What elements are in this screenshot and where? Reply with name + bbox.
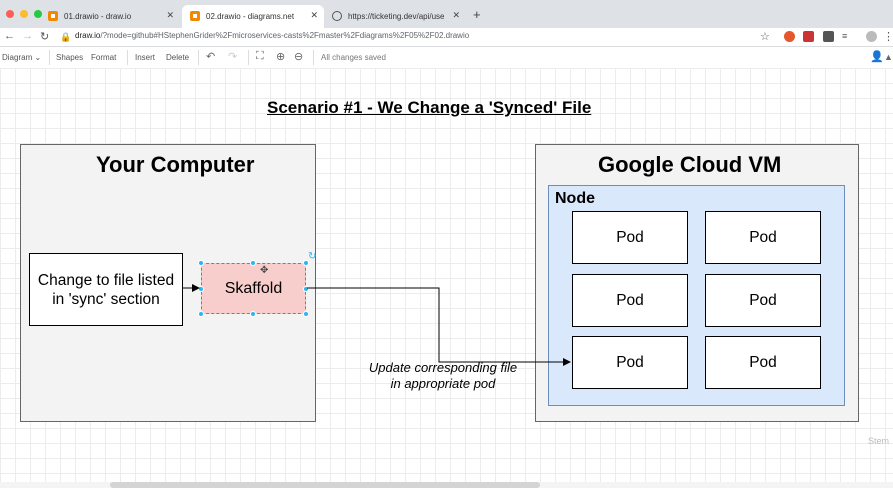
url-host: draw.io <box>75 31 101 40</box>
change-file-box[interactable]: Change to file listed in 'sync' section <box>29 253 183 326</box>
back-icon[interactable]: ← <box>4 30 15 42</box>
resize-handle[interactable] <box>250 311 256 317</box>
change-file-label: Change to file listed in 'sync' section <box>37 271 175 308</box>
your-computer-label: Your Computer <box>96 152 255 177</box>
drawio-toolbar: Diagram ⌄ Shapes Format Insert Delete ↶ … <box>0 47 893 69</box>
pod-box[interactable]: Pod <box>572 336 688 389</box>
resize-handle[interactable] <box>250 260 256 266</box>
node-label: Node <box>555 190 595 207</box>
update-label[interactable]: Update corresponding file in appropriate… <box>368 360 518 391</box>
close-icon[interactable]: ✕ <box>166 10 174 20</box>
lock-icon: 🔒 <box>60 32 72 42</box>
resize-handle[interactable] <box>303 311 309 317</box>
url-path: /?mode=github#HStephenGrider%2Fmicroserv… <box>100 31 470 40</box>
extension-icon[interactable] <box>823 31 834 42</box>
format-button[interactable]: Format <box>91 53 117 62</box>
forward-icon[interactable]: → <box>22 30 33 42</box>
url-field[interactable]: draw.io/?mode=github#HStephenGrider%2Fmi… <box>75 31 469 40</box>
drawio-icon <box>48 11 58 21</box>
watermark: Stem <box>868 436 890 446</box>
pod-label: Pod <box>616 291 644 309</box>
pod-label: Pod <box>749 353 777 371</box>
cloud-vm-label: Google Cloud VM <box>598 152 782 177</box>
tab-title: 01.drawio - draw.io <box>64 12 132 21</box>
bookmark-star-icon[interactable]: ☆ <box>760 31 770 43</box>
list-icon[interactable]: ≡ <box>842 31 848 41</box>
skaffold-to-pod-arrow[interactable] <box>307 287 571 366</box>
close-icon[interactable]: ✕ <box>310 10 318 20</box>
delete-button[interactable]: Delete <box>166 53 190 62</box>
pod-box[interactable]: Pod <box>705 211 821 264</box>
reload-icon[interactable]: ↻ <box>40 31 50 43</box>
skaffold-label: Skaffold <box>224 279 283 297</box>
redo-icon[interactable]: ↷ <box>228 51 238 63</box>
scrollbar-thumb[interactable] <box>110 482 540 488</box>
pod-box[interactable]: Pod <box>705 336 821 389</box>
tab-01-drawio[interactable]: 01.drawio - draw.io ✕ <box>40 5 180 28</box>
divider <box>198 50 199 65</box>
address-bar: ← → ↻ 🔒 draw.io/?mode=github#HStephenGri… <box>0 28 893 47</box>
tab-title: 02.drawio - diagrams.net <box>206 12 295 21</box>
fullscreen-icon[interactable]: ⛶ <box>256 50 264 62</box>
extension-icon[interactable] <box>803 31 814 42</box>
tab-02-drawio[interactable]: 02.drawio - diagrams.net ✕ <box>182 5 324 28</box>
resize-handle[interactable] <box>198 311 204 317</box>
minimize-window-button[interactable] <box>20 10 28 18</box>
menu-icon[interactable]: ⋮ <box>883 31 893 43</box>
user-icon[interactable]: 👤 <box>870 51 884 63</box>
tab-ticketing[interactable]: https://ticketing.dev/api/users/cu ✕ <box>324 5 466 28</box>
diagram-menu[interactable]: Diagram ⌄ <box>2 53 42 62</box>
horizontal-scrollbar[interactable] <box>0 482 893 488</box>
divider <box>313 50 314 65</box>
shapes-button[interactable]: Shapes <box>56 53 84 62</box>
insert-button[interactable]: Insert <box>135 53 156 62</box>
browser-tab-bar: 01.drawio - draw.io ✕ 02.drawio - diagra… <box>0 0 893 28</box>
pod-label: Pod <box>749 291 777 309</box>
maximize-window-button[interactable] <box>34 10 42 18</box>
zoom-out-icon[interactable]: ⊖ <box>294 51 304 63</box>
divider <box>248 50 249 65</box>
save-status: All changes saved <box>321 53 386 62</box>
extension-icon[interactable] <box>784 31 795 42</box>
diagram-title[interactable]: Scenario #1 - We Change a 'Synced' File <box>267 98 592 117</box>
zoom-in-icon[interactable]: ⊕ <box>276 51 286 63</box>
collapse-icon[interactable]: ▲ <box>884 52 893 62</box>
pod-box[interactable]: Pod <box>572 274 688 327</box>
new-tab-button[interactable]: + <box>473 7 481 22</box>
drawio-icon <box>190 11 200 21</box>
close-window-button[interactable] <box>6 10 14 18</box>
avatar[interactable] <box>866 31 877 42</box>
undo-icon[interactable]: ↶ <box>206 51 216 63</box>
tab-title: https://ticketing.dev/api/users/cu <box>348 12 444 21</box>
diagram-canvas[interactable]: Scenario #1 - We Change a 'Synced' File … <box>0 68 893 482</box>
globe-icon <box>332 11 342 21</box>
divider <box>127 50 128 65</box>
close-icon[interactable]: ✕ <box>452 10 460 20</box>
resize-handle[interactable] <box>198 260 204 266</box>
pod-label: Pod <box>616 228 644 246</box>
diagram-label: Diagram <box>2 53 33 62</box>
rotate-handle-icon[interactable]: ↻ <box>308 251 317 262</box>
pod-label: Pod <box>749 228 777 246</box>
pod-box[interactable]: Pod <box>572 211 688 264</box>
resize-handle[interactable] <box>303 260 309 266</box>
move-cursor-icon: ✥ <box>260 265 269 276</box>
resize-handle[interactable] <box>303 286 309 292</box>
divider <box>49 50 50 65</box>
pod-label: Pod <box>616 353 644 371</box>
connector-layer <box>183 284 571 366</box>
pod-box[interactable]: Pod <box>705 274 821 327</box>
